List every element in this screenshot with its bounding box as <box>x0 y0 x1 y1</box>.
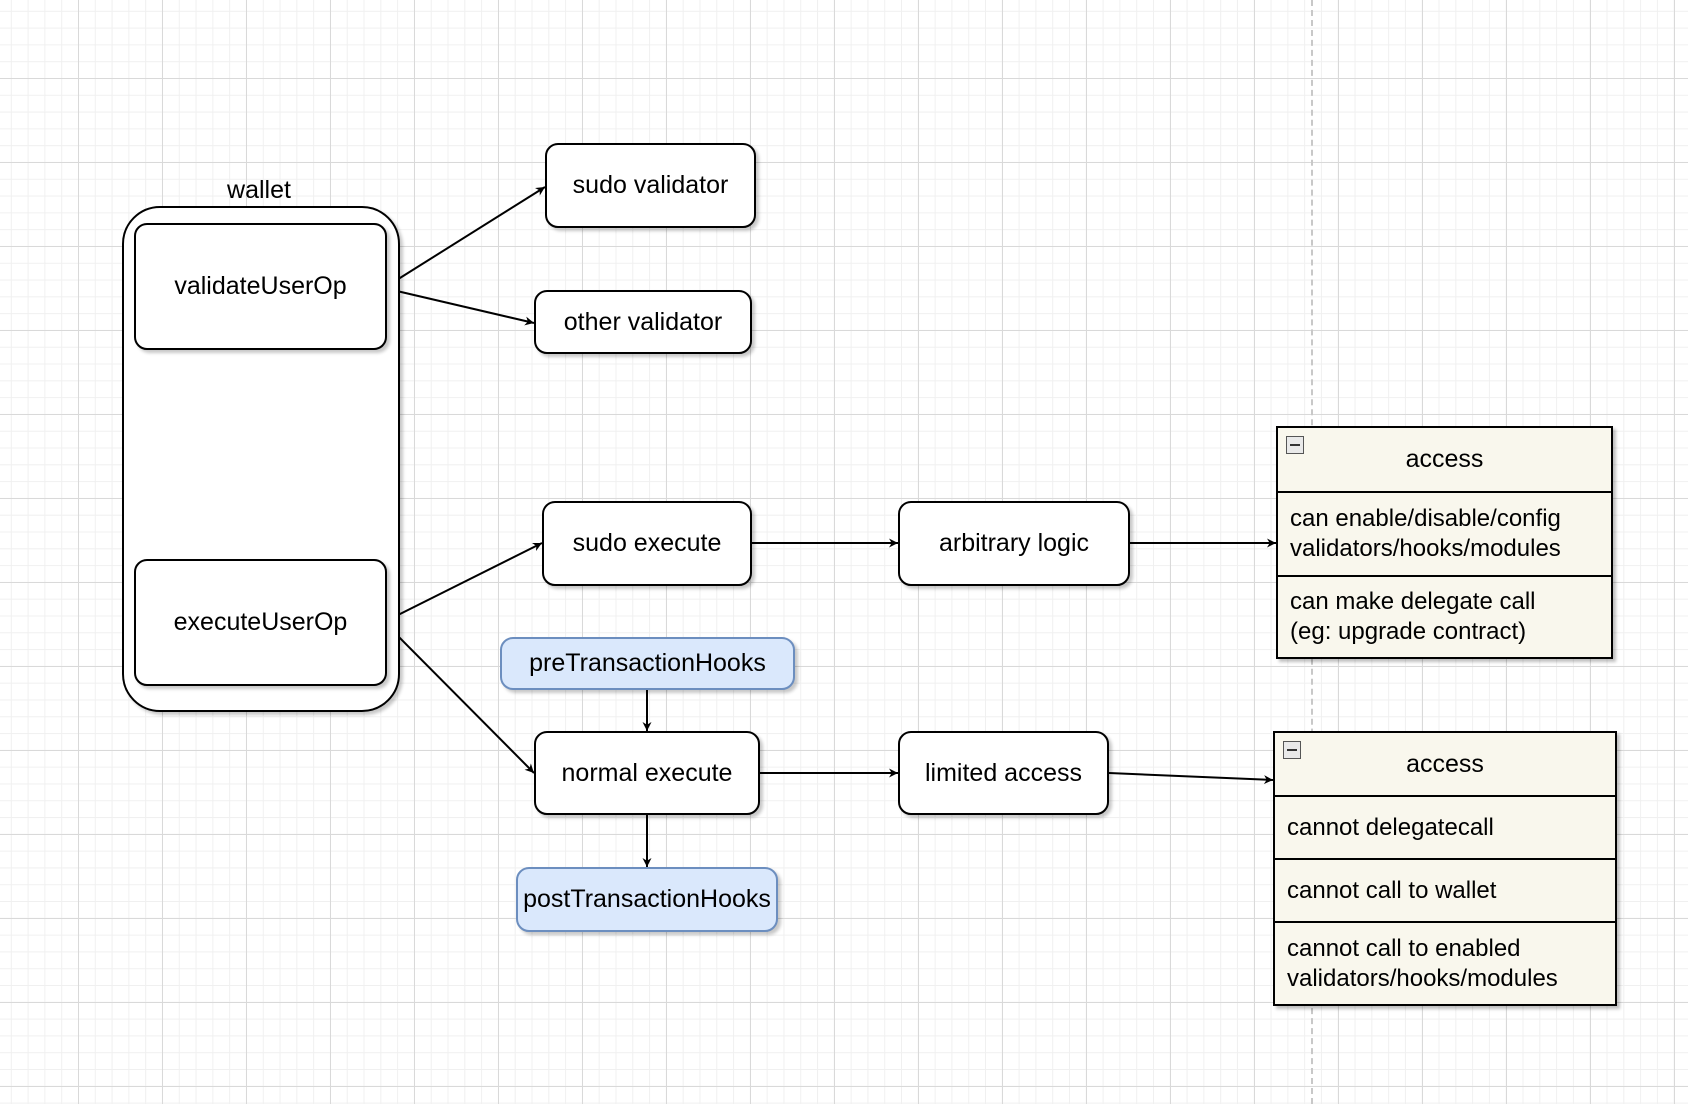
wallet-label: wallet <box>227 176 291 204</box>
limited-access-node[interactable]: limited access <box>898 731 1109 815</box>
limited-access-row: cannot delegatecall <box>1275 797 1615 860</box>
normal-execute-node[interactable]: normal execute <box>534 731 760 815</box>
validate-user-op-node[interactable]: validateUserOp <box>134 223 387 350</box>
edge-validate-to-other-validator <box>383 287 535 326</box>
sudo-access-table[interactable]: access can enable/disable/config validat… <box>1276 426 1613 659</box>
execute-user-op-node[interactable]: executeUserOp <box>134 559 387 686</box>
post-transaction-hooks-node[interactable]: postTransactionHooks <box>516 867 778 932</box>
collapse-icon[interactable] <box>1286 436 1304 454</box>
arbitrary-logic-node[interactable]: arbitrary logic <box>898 501 1130 586</box>
sudo-access-row: can make delegate call (eg: upgrade cont… <box>1290 588 1536 645</box>
collapse-icon[interactable] <box>1283 741 1301 759</box>
edge-execute-to-sudo-execute <box>383 542 543 623</box>
pre-transaction-hooks-node[interactable]: preTransactionHooks <box>500 637 795 690</box>
sudo-execute-node[interactable]: sudo execute <box>542 501 752 586</box>
limited-access-table[interactable]: access cannot delegatecall cannot call t… <box>1273 731 1617 1006</box>
limited-access-title: access <box>1406 749 1484 778</box>
other-validator-node[interactable]: other validator <box>534 290 752 354</box>
sudo-access-title: access <box>1405 445 1484 473</box>
sudo-access-row: can enable/disable/config validators/hoo… <box>1278 493 1611 577</box>
sudo-validator-node[interactable]: sudo validator <box>545 143 756 228</box>
limited-access-row: cannot call to enabled validators/hooks/… <box>1287 934 1558 992</box>
sudo-access-header: access <box>1278 428 1611 493</box>
limited-access-row: cannot call to wallet <box>1275 860 1615 923</box>
edge-execute-to-normal-execute <box>383 621 535 774</box>
edge-validate-to-sudo-validator <box>383 186 546 289</box>
edge-limited-access-to-access <box>1108 772 1274 785</box>
limited-access-header: access <box>1275 733 1615 797</box>
